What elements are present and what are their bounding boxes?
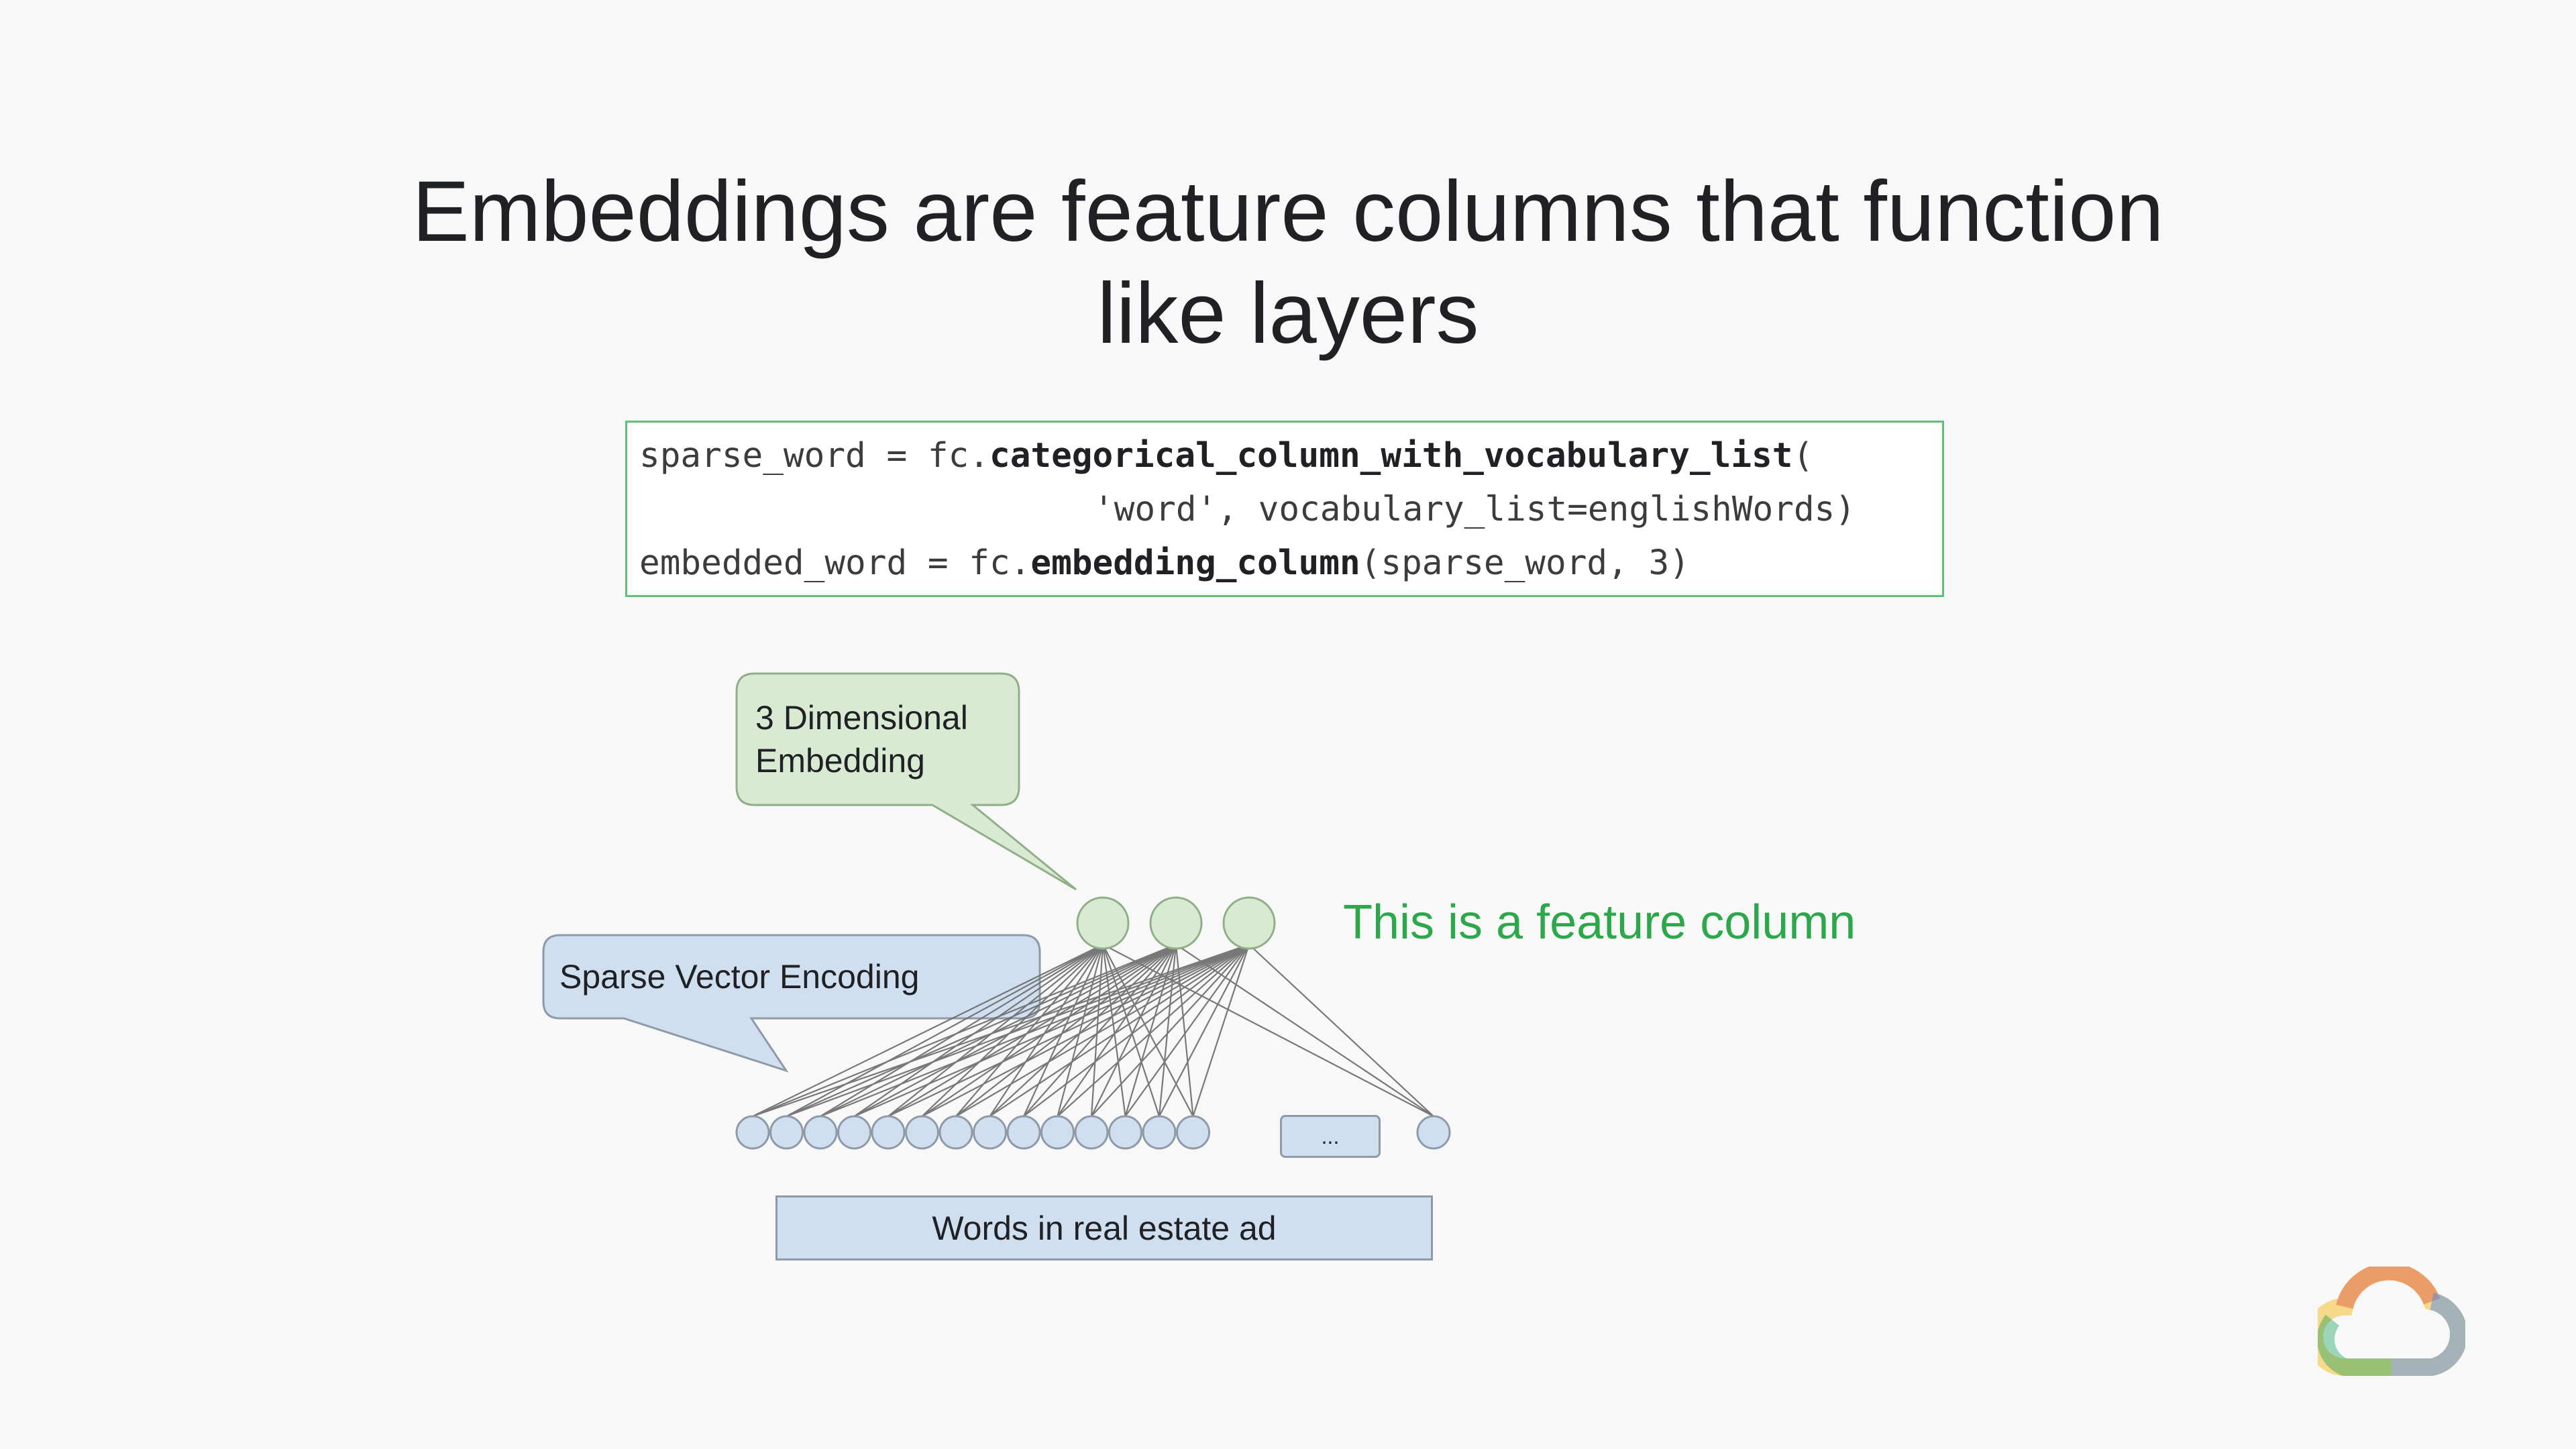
connection-line: [1175, 944, 1194, 1117]
connection-line: [1023, 944, 1177, 1117]
slide-title: Embeddings are feature columns that func…: [0, 161, 2576, 365]
sparse-node: [871, 1115, 906, 1150]
connection-line: [1091, 944, 1177, 1117]
code-line-1-prefix: sparse_word = fc.: [639, 436, 989, 476]
connection-line: [921, 944, 1250, 1117]
embedding-nodes: [1076, 896, 1276, 950]
sparse-node: [905, 1115, 939, 1150]
connection-line: [786, 943, 1250, 1118]
sparse-node: [1074, 1115, 1109, 1150]
connection-line: [1057, 944, 1177, 1117]
sparse-node: [1176, 1115, 1210, 1150]
sparse-node: [1108, 1115, 1142, 1150]
connection-line: [955, 944, 1104, 1117]
connection-line: [853, 944, 1177, 1117]
connection-line: [1023, 944, 1250, 1117]
connection-line: [1057, 944, 1104, 1117]
code-block: sparse_word = fc.categorical_column_with…: [625, 421, 1944, 597]
connection-line: [1159, 944, 1250, 1117]
slide-title-line1: Embeddings are feature columns that func…: [412, 164, 2164, 260]
connection-line: [888, 944, 1250, 1117]
code-line-3-function: embedding_column: [1030, 543, 1360, 583]
connection-line: [1248, 944, 1434, 1117]
embedding-callout-text: 3 Dimensional Embedding: [755, 696, 968, 782]
connection-line: [989, 944, 1250, 1117]
connection-line: [1102, 944, 1161, 1117]
sparse-callout-bubble: [542, 934, 1041, 1073]
connection-line: [786, 943, 1177, 1118]
embedding-node: [1076, 896, 1130, 950]
connection-line: [1124, 944, 1177, 1117]
sparse-node: [1006, 1115, 1041, 1150]
sparse-node: [938, 1115, 973, 1150]
embedding-node: [1222, 896, 1276, 950]
connection-line: [752, 944, 1104, 1117]
sparse-node: [1040, 1115, 1075, 1150]
connection-line: [1124, 944, 1250, 1117]
slide-title-line2: like layers: [1097, 266, 1479, 362]
code-line-3-prefix: embedded_word = fc.: [639, 543, 1031, 583]
connection-line: [752, 943, 1250, 1118]
connection-line: [888, 944, 1177, 1117]
code-line-2: 'word', vocabulary_list=englishWords): [1093, 490, 1856, 529]
connection-line: [820, 943, 1250, 1118]
connection-line: [1023, 944, 1104, 1117]
google-cloud-logo-icon: [2318, 1267, 2465, 1376]
connection-line: [955, 944, 1177, 1117]
connection-line: [921, 944, 1104, 1117]
embedding-node: [1149, 896, 1203, 950]
sparse-node: [837, 1115, 871, 1150]
connection-line: [1102, 944, 1126, 1117]
connection-line: [1158, 944, 1177, 1117]
connection-line: [820, 944, 1177, 1117]
connection-line: [1090, 944, 1104, 1117]
code-line-3: embedded_word = fc.embedding_column(spar…: [639, 543, 1690, 584]
ellipsis-box: ...: [1280, 1115, 1381, 1158]
sparse-node: [1416, 1115, 1451, 1150]
connection-line: [989, 944, 1177, 1117]
connection-line: [888, 944, 1104, 1117]
sparse-node: [1142, 1115, 1177, 1150]
connection-line: [752, 943, 1177, 1118]
connection-line: [820, 944, 1104, 1117]
connection-line: [921, 944, 1177, 1117]
code-line-1-suffix: (: [1792, 436, 1814, 476]
sparse-node: [803, 1115, 838, 1150]
code-line-1: sparse_word = fc.categorical_column_with…: [639, 436, 1813, 476]
connection-line: [853, 944, 1104, 1117]
sparse-node: [973, 1115, 1007, 1150]
embedding-callout-bubble: [735, 672, 1077, 891]
connection-line: [1175, 944, 1434, 1117]
connection-line: [1192, 944, 1250, 1117]
sparse-callout-text: Sparse Vector Encoding: [559, 958, 920, 996]
embedding-callout-line2: Embedding: [755, 742, 925, 780]
code-line-1-function: categorical_column_with_vocabulary_list: [989, 436, 1793, 476]
sparse-nodes: [735, 1115, 1451, 1150]
connection-line: [786, 944, 1104, 1117]
embedding-callout-line1: 3 Dimensional: [755, 699, 968, 737]
connection-line: [1102, 944, 1434, 1117]
connection-line: [1102, 944, 1194, 1117]
sparse-node: [769, 1115, 804, 1150]
sparse-node: [735, 1115, 770, 1150]
words-input-label: Words in real estate ad: [775, 1195, 1433, 1260]
connection-line: [955, 944, 1250, 1117]
connection-line: [854, 943, 1250, 1118]
feature-column-label: This is a feature column: [1343, 896, 1856, 949]
connection-line: [989, 944, 1104, 1117]
connection-line: [1091, 944, 1250, 1117]
connection-line: [1057, 944, 1250, 1117]
code-line-3-suffix: (sparse_word, 3): [1360, 543, 1690, 583]
connection-lines: [752, 943, 1434, 1118]
